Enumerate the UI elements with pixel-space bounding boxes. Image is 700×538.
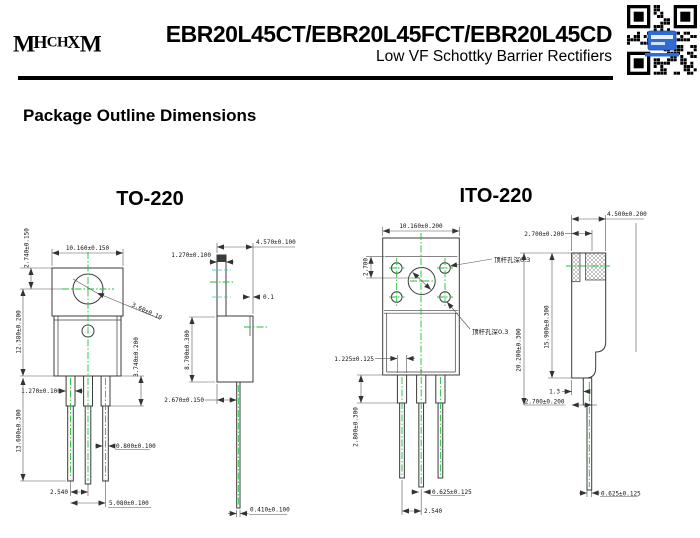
section-heading: Package Outline Dimensions — [23, 106, 257, 125]
ito220-side-view: 2.700±0.200 4.500±0.200 20.200±0.300 15.… — [516, 211, 648, 497]
dim-ito220-step: 1.3 — [549, 389, 560, 396]
to220-side-body — [216, 315, 254, 383]
ito220-front-view: 10.160±0.200 2.700 顶杆孔深0.3 顶杆孔深0.3 1.225… — [334, 223, 530, 515]
dim-to220-hole-to-top: 2.740±0.150 — [24, 228, 31, 268]
dim-ito220-shoulder-height: 2.800±0.300 — [353, 407, 360, 447]
header-rule — [18, 76, 613, 80]
dim-ito220-lead-pitch: 2.540 — [424, 508, 442, 515]
to220-side-view: 4.570±0.100 1.270±0.100 0.1 8.700±0.300 … — [164, 239, 296, 517]
dim-ito220-lead-setback: 2.700±0.200 — [525, 399, 565, 406]
dim-to220-lead-length: 13.600±0.300 — [16, 409, 23, 453]
dim-to220-lead-pitch: 2.540 — [50, 489, 68, 496]
dim-ito220-overall-depth: 4.500±0.200 — [607, 211, 647, 218]
dim-ito220-overall-height: 20.200±0.300 — [516, 328, 523, 372]
dim-to220-lead-span: 5.080±0.100 — [109, 500, 149, 507]
dim-ito220-tab-setback: 2.700±0.200 — [524, 231, 564, 238]
ito220-title: ITO-220 — [459, 185, 533, 207]
part-subtitle: Low VF Schottky Barrier Rectifiers — [375, 48, 612, 65]
dim-to220-lead-setback: 2.670±0.150 — [164, 397, 204, 404]
to220-front-view: 10.160±0.150 2.740±0.150 12.380±0.200 3.… — [16, 228, 163, 508]
dim-ito220-lead-thickness: 0.625±0.125 — [601, 490, 641, 497]
dim-to220-overall-depth: 4.570±0.100 — [256, 239, 296, 246]
note-ejector-hole-top: 顶杆孔深0.3 — [494, 255, 530, 264]
dim-to220-top-width: 10.160±0.150 — [66, 245, 110, 252]
dim-to220-lead-width: 0.800±0.100 — [116, 443, 156, 450]
to220-side-tab — [216, 254, 227, 317]
dim-to220-shoulder-height: 3.740±0.200 — [133, 337, 140, 377]
dim-to220-lead-thickness: 0.410±0.100 — [250, 507, 290, 514]
note-ejector-hole-bottom: 顶杆孔深0.3 — [472, 327, 508, 336]
ito220-side-outline — [571, 252, 607, 379]
dim-to220-shoulder-width: 1.270±0.100 — [21, 388, 61, 395]
dim-ito220-lead-width: 0.625±0.125 — [432, 489, 472, 496]
dim-to220-step: 0.1 — [263, 294, 274, 301]
dim-ito220-top-width: 10.160±0.200 — [399, 223, 443, 230]
mhchxm-logo: M H C H X M — [13, 31, 101, 57]
to220-title: TO-220 — [116, 188, 184, 210]
dim-ito220-shoulder-width: 1.225±0.125 — [334, 356, 374, 363]
dim-to220-hole-to-bottom: 12.380±0.200 — [16, 310, 23, 354]
dim-ito220-hole-to-top: 2.700 — [363, 258, 370, 276]
qr-finder-patterns — [627, 5, 697, 75]
logo-text: M H C H X M — [13, 31, 101, 57]
qr-code — [627, 5, 697, 75]
dim-to220-hole-diameter: 3.60±0.10 — [130, 302, 163, 322]
dim-to220-tab-thickness: 1.270±0.100 — [171, 252, 211, 259]
dim-to220-body-height: 8.700±0.300 — [184, 330, 191, 370]
qr-center-badge — [645, 30, 679, 57]
part-number-title: EBR20L45CT/EBR20L45FCT/EBR20L45CD — [165, 21, 613, 47]
dim-ito220-body-height: 15.900±0.300 — [544, 305, 551, 349]
